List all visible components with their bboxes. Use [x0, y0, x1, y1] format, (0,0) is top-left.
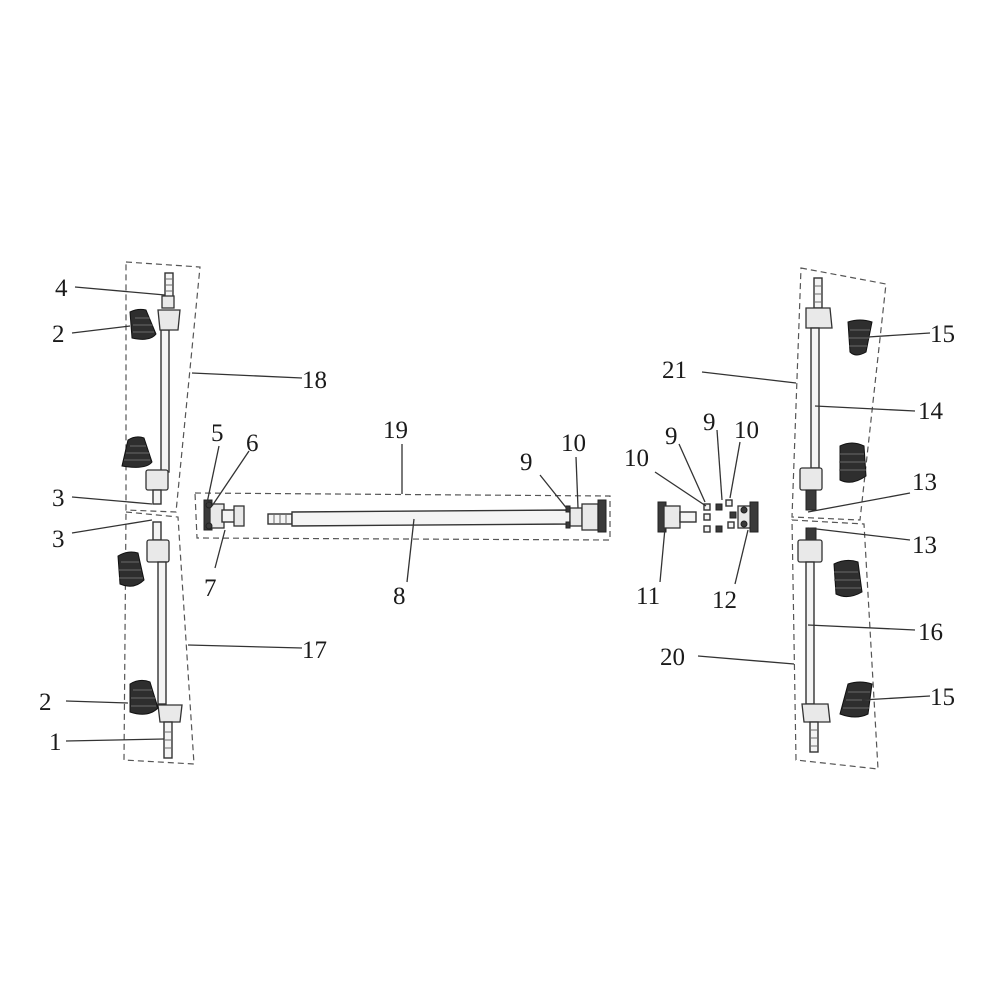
callout-3-lower: 3: [52, 526, 65, 553]
left-lower-inner-boot: [117, 551, 145, 587]
assembly-outline-17: [123, 511, 195, 765]
callout-13-upper: 13: [912, 469, 937, 496]
callout-17: 17: [302, 637, 327, 664]
callout-18: 18: [302, 367, 327, 394]
right-upper-axle-shaft: [799, 277, 833, 511]
callout-4: 4: [55, 275, 68, 302]
callout-9-center: 9: [520, 449, 533, 476]
callout-2-upper: 2: [52, 321, 65, 348]
propshaft-rear-yoke: [565, 499, 607, 533]
left-lower-outer-boot: [129, 679, 159, 715]
callout-13-lower: 13: [912, 532, 937, 559]
assembly-outline-21: [791, 267, 887, 521]
right-upper-outer-boot: [847, 319, 873, 356]
callout-19: 19: [383, 417, 408, 444]
left-upper-outer-boot: [129, 308, 157, 340]
propshaft-tube: [267, 509, 571, 527]
right-lower-inner-boot: [833, 559, 863, 598]
left-upper-axle-shaft: [145, 272, 181, 505]
callout-11: 11: [636, 583, 660, 610]
callout-10-center: 10: [561, 430, 586, 457]
callout-5: 5: [211, 420, 224, 447]
callout-16: 16: [918, 619, 943, 646]
callout-9-right-b: 9: [703, 409, 716, 436]
propshaft-front-yoke: [203, 499, 245, 531]
assembly-outline-20: [791, 519, 879, 770]
right-lower-outer-boot: [839, 681, 873, 718]
coupler-bolts: [703, 499, 737, 533]
left-lower-axle-shaft: [146, 521, 183, 759]
leader-lines: [65, 286, 931, 742]
callout-14: 14: [918, 398, 944, 425]
callout-15-upper: 15: [930, 321, 955, 348]
callout-7: 7: [204, 575, 217, 602]
coupler-flange-12: [737, 501, 759, 533]
callout-9-right-a: 9: [665, 423, 678, 450]
callout-6: 6: [246, 430, 259, 457]
callout-12: 12: [712, 587, 737, 614]
callout-10-right-a: 10: [624, 445, 649, 472]
callout-20: 20: [660, 644, 685, 671]
callout-3-upper: 3: [52, 485, 65, 512]
callout-2-lower: 2: [39, 689, 52, 716]
left-upper-inner-boot: [121, 436, 153, 468]
right-lower-axle-shaft: [797, 527, 831, 753]
callout-10-right-b: 10: [734, 417, 759, 444]
coupler-yoke-11: [657, 501, 697, 533]
callout-1: 1: [49, 729, 62, 756]
callout-21: 21: [662, 357, 687, 384]
right-upper-inner-boot: [839, 442, 867, 483]
assembly-outline-18: [125, 261, 201, 513]
callout-15-lower: 15: [930, 684, 955, 711]
callout-8: 8: [393, 583, 406, 610]
